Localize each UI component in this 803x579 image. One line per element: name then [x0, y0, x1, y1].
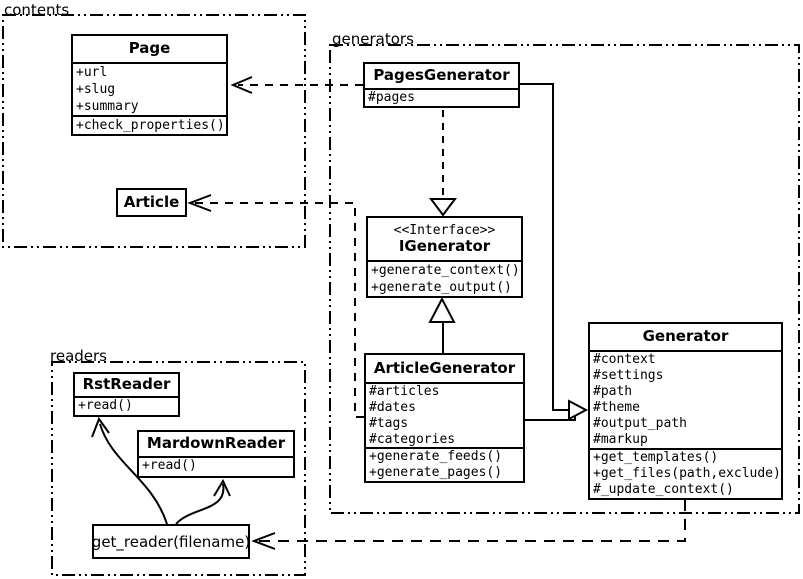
- arrowhead-to-mardownreader: [213, 478, 231, 497]
- contents-package-label: contents: [4, 1, 70, 19]
- class-igenerator-name: IGenerator: [398, 236, 491, 255]
- class-page-name: Page: [128, 39, 171, 58]
- class-igenerator-stereotype: <<Interface>>: [393, 222, 496, 238]
- readers-package-border: [51, 361, 306, 576]
- dependency-articlegenerator-to-article: [193, 202, 364, 418]
- class-article-name: Article: [123, 192, 180, 211]
- class-rstreader: RstReader +read(): [73, 372, 180, 417]
- generalization-articlegenerator-to-generator: [525, 415, 576, 421]
- class-rstreader-methods: +read(): [75, 396, 178, 415]
- arrowhead-to-article: [187, 194, 212, 212]
- triangle-generator-left: [568, 399, 589, 421]
- get-reader-label: get_reader(filename): [91, 532, 251, 551]
- class-articlegenerator-attributes: #articles #dates #tags #categories: [366, 382, 523, 447]
- class-articlegenerator: ArticleGenerator #articles #dates #tags …: [364, 353, 525, 483]
- class-articlegenerator-name: ArticleGenerator: [373, 358, 516, 377]
- class-igenerator: <<Interface>> IGenerator +generate_conte…: [366, 216, 523, 298]
- class-mardownreader-name: MardownReader: [146, 434, 286, 453]
- arrowhead-to-page: [230, 76, 253, 94]
- class-mardownreader-methods: +read(): [139, 456, 293, 476]
- arrowhead-to-getreader: [251, 532, 276, 550]
- generalization-pagesgenerator-to-generator: [520, 83, 568, 411]
- triangle-igenerator-bottom: [428, 296, 456, 323]
- generators-package-label: generators: [332, 30, 414, 48]
- dependency-generator-to-getreader: [258, 500, 686, 542]
- class-page: Page +url +slug +summary +check_properti…: [71, 34, 228, 136]
- class-pagesgenerator-name: PagesGenerator: [373, 66, 510, 85]
- class-pagesgenerator-attributes: #pages: [365, 88, 518, 106]
- class-pagesgenerator: PagesGenerator #pages: [363, 62, 520, 108]
- class-igenerator-methods: +generate_context() +generate_output(): [368, 260, 521, 296]
- class-articlegenerator-methods: +generate_feeds() +generate_pages(): [366, 447, 523, 481]
- class-generator-name: Generator: [642, 327, 729, 346]
- class-page-attributes: +url +slug +summary: [73, 62, 226, 115]
- get-reader-box: get_reader(filename): [92, 524, 250, 559]
- readers-package-label: readers: [50, 347, 107, 365]
- class-generator-attributes: #context #settings #path #theme #output_…: [590, 350, 781, 448]
- class-mardownreader: MardownReader +read(): [137, 430, 295, 478]
- edge-getreader-to-rstreader: [99, 423, 168, 525]
- class-generator: Generator #context #settings #path #them…: [588, 322, 783, 500]
- class-page-methods: +check_properties(): [73, 115, 226, 134]
- edge-getreader-to-mardownreader: [175, 483, 225, 525]
- contents-package-border: [2, 14, 306, 248]
- class-igenerator-title: <<Interface>> IGenerator: [368, 218, 521, 260]
- generators-package-border: [329, 44, 800, 514]
- class-generator-methods: +get_templates() +get_files(path,exclude…: [590, 448, 781, 498]
- class-rstreader-name: RstReader: [82, 375, 171, 394]
- class-article: Article: [116, 188, 187, 217]
- triangle-igenerator-top: [429, 198, 457, 217]
- arrowhead-to-rstreader: [91, 416, 110, 438]
